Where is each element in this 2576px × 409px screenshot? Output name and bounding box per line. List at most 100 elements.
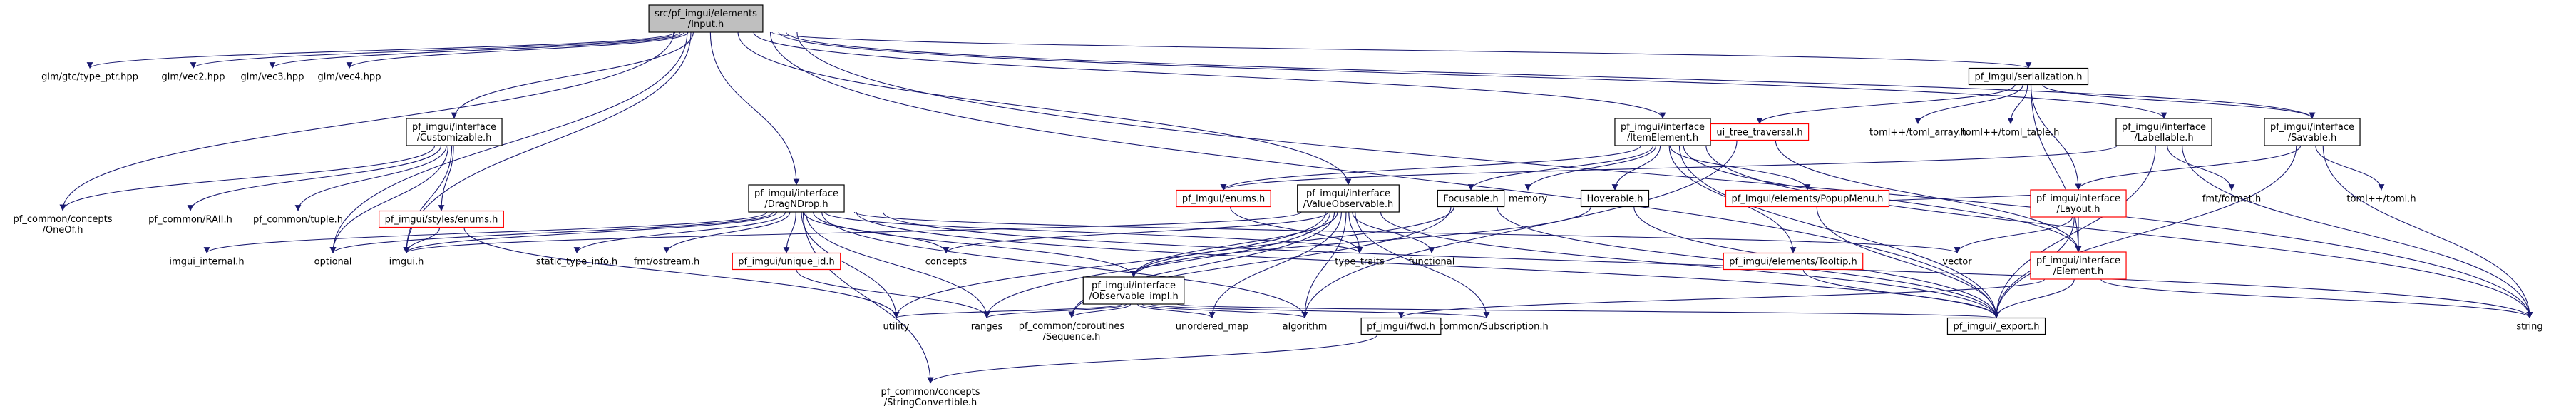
node-label: functional — [1409, 257, 1455, 268]
node-algorithm: algorithm — [1283, 322, 1328, 333]
edge-itemelement-to-memory — [1524, 145, 1657, 191]
node-itemelement[interactable]: pf_imgui/interface/ItemElement.h — [1614, 118, 1711, 146]
edge-serialization-to-element — [2030, 84, 2082, 253]
node-unordered-map: unordered_map — [1176, 322, 1249, 333]
node-imgui: imgui.h — [389, 257, 424, 268]
node-label: pf_imgui/interface — [1306, 188, 1390, 199]
edge-valueobs-to-observable_impl — [1130, 211, 1338, 278]
node-popupmenu[interactable]: pf_imgui/elements/PopupMenu.h — [1725, 189, 1890, 208]
edge-root-to-savable — [786, 31, 2316, 119]
node-label: /Labellable.h — [2134, 133, 2193, 143]
node-label: pf_common/concepts — [14, 214, 113, 225]
edge-dragndrop-to-imgui — [403, 211, 778, 253]
edge-labellable-to-imgui_enums — [1220, 145, 2118, 191]
edge-dragndrop-to-ranges — [805, 211, 990, 318]
node-customizable[interactable]: pf_imgui/interface/Customizable.h — [406, 118, 503, 146]
edge-customizable-to-styles_enums — [438, 145, 454, 211]
node-layout[interactable]: pf_imgui/interface/Layout.h — [2030, 189, 2127, 218]
node-label: /ValueObservable.h — [1303, 199, 1394, 210]
node-tooltip[interactable]: pf_imgui/elements/Tooltip.h — [1723, 252, 1864, 271]
edge-dragndrop-to-utility — [801, 211, 900, 318]
node-label: pf_imgui/interface — [754, 188, 838, 199]
node-label: pf_imgui/interface — [1092, 281, 1176, 291]
edge-dragndrop-to-stringconv — [802, 211, 934, 384]
edge-valueobs-to-subscription — [1355, 211, 1490, 318]
node-utility: utility — [883, 322, 910, 333]
node-serialization[interactable]: pf_imgui/serialization.h — [1968, 67, 2089, 86]
edge-customizable-to-imgui — [403, 145, 453, 253]
edge-dragndrop-to-concepts — [803, 211, 950, 253]
node-root[interactable]: src/pf_imgui/elements/Input.h — [648, 4, 764, 33]
node-label: toml++/toml_array.h — [1869, 128, 1966, 138]
node-toml-table: toml++/toml_table.h — [1962, 128, 2060, 138]
edge-serialization-to-toml_table — [2007, 84, 2028, 124]
edge-valueobs-to-export — [1380, 211, 2000, 318]
node-valueobs[interactable]: pf_imgui/interface/ValueObservable.h — [1297, 184, 1400, 213]
edge-fwd-to-stringconv — [927, 334, 1378, 384]
edge-valueobs-to-imgui — [403, 211, 1302, 253]
node-dragndrop[interactable]: pf_imgui/interface/DragNDrop.h — [748, 184, 845, 213]
node-label: pf_imgui/_export.h — [1953, 322, 2039, 333]
node-styles-enums[interactable]: pf_imgui/styles/enums.h — [379, 210, 504, 228]
node-label: /Layout.h — [2057, 204, 2100, 215]
edge-root-to-labellable — [778, 31, 2167, 119]
edge-dragndrop-to-algorithm — [821, 211, 1308, 318]
node-label: utility — [883, 322, 910, 333]
node-label: pf_common/tuple.h — [253, 215, 343, 226]
node-label: concepts — [925, 257, 968, 268]
edge-ui_tree-to-element — [1775, 140, 2082, 253]
node-label: pf_imgui/interface — [2036, 256, 2120, 266]
node-label: pf_common/Subscription.h — [1425, 322, 1548, 333]
node-type-traits: type_traits — [1335, 257, 1385, 268]
node-raii: pf_common/RAII.h — [148, 215, 232, 226]
node-export[interactable]: pf_imgui/_export.h — [1946, 317, 2046, 335]
node-imgui-enums[interactable]: pf_imgui/enums.h — [1176, 189, 1271, 208]
edge-dragndrop-to-imgui_internal — [203, 211, 768, 253]
edge-dragndrop-to-vector — [853, 211, 1960, 253]
edge-observable_impl-to-subscription — [1151, 303, 1489, 319]
node-ui-tree[interactable]: ui_tree_traversal.h — [1710, 123, 1810, 141]
edge-root-to-valueobs — [737, 31, 1352, 186]
node-label: pf_imgui/enums.h — [1182, 194, 1265, 205]
node-label: /Element.h — [2053, 266, 2104, 277]
edge-dragndrop-to-optional — [329, 211, 774, 253]
node-fwd[interactable]: pf_imgui/fwd.h — [1360, 317, 1442, 335]
node-hoverable[interactable]: Hoverable.h — [1580, 189, 1650, 208]
node-savable[interactable]: pf_imgui/interface/Savable.h — [2264, 118, 2361, 146]
edge-savable-to-export — [1993, 145, 2297, 318]
node-label: pf_common/RAII.h — [148, 215, 232, 226]
edge-valueobs-to-utility — [893, 211, 1326, 318]
node-vector: vector — [1942, 257, 1972, 268]
edge-observable_impl-to-algorithm — [1141, 303, 1308, 319]
node-label: /DragNDrop.h — [764, 199, 828, 210]
node-label: /Savable.h — [2288, 133, 2337, 143]
node-unique-id[interactable]: pf_imgui/unique_id.h — [732, 252, 841, 271]
edge-customizable-to-tuple — [294, 145, 447, 211]
edge-popupmenu-to-export — [1816, 206, 2000, 318]
node-stringconv: pf_common/concepts/StringConvertible.h — [881, 387, 980, 408]
node-focusable[interactable]: Focusable.h — [1437, 189, 1505, 208]
node-label: optional — [314, 257, 352, 268]
edge-serialization-to-layout — [2030, 84, 2082, 191]
node-label: toml++/toml_table.h — [1962, 128, 2060, 138]
node-labellable[interactable]: pf_imgui/interface/Labellable.h — [2115, 118, 2212, 146]
node-label: /Observable_impl.h — [1089, 291, 1179, 302]
node-element[interactable]: pf_imgui/interface/Element.h — [2030, 251, 2127, 280]
node-label: Hoverable.h — [1587, 194, 1643, 205]
node-label: pf_common/coroutines — [1019, 321, 1125, 332]
node-observable-impl[interactable]: pf_imgui/interface/Observable_impl.h — [1082, 276, 1185, 305]
edge-customizable-to-raii — [187, 145, 442, 211]
edge-root-to-glm_ptr — [86, 31, 676, 69]
edge-layout-to-vector — [1954, 216, 2073, 253]
node-label: ranges — [971, 322, 1003, 333]
node-fmt-format: fmt/format.h — [2202, 194, 2261, 205]
edge-focusable-to-observable_impl — [1130, 206, 1454, 278]
node-label: memory — [1509, 194, 1548, 205]
node-label: imgui.h — [389, 257, 424, 268]
edge-savable-to-layout — [2075, 145, 2302, 191]
node-label: glm/vec4.hpp — [318, 72, 381, 83]
node-oneof: pf_common/concepts/OneOf.h — [14, 214, 113, 236]
edge-customizable-to-oneof — [59, 145, 436, 211]
edge-labellable-to-fmt_format — [2167, 145, 2235, 191]
